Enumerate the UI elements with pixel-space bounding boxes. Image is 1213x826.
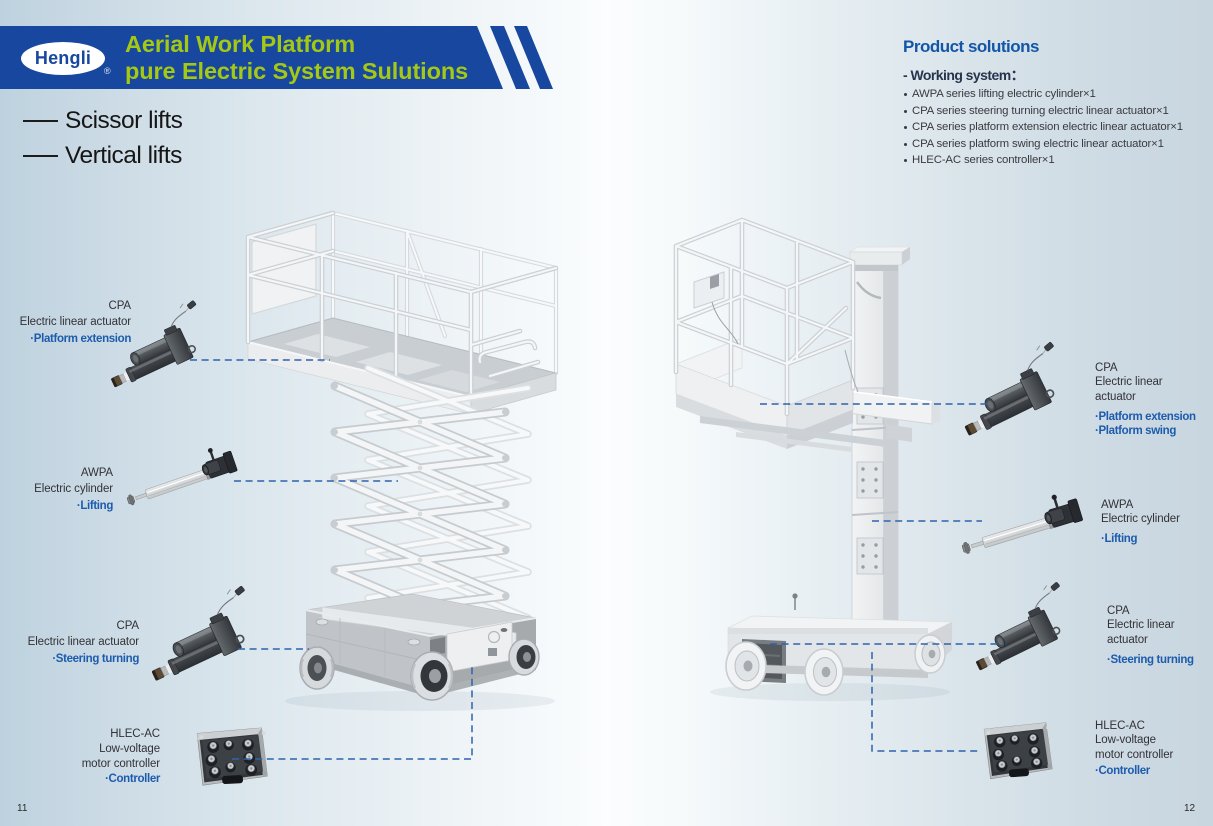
component-series: AWPA bbox=[1101, 499, 1134, 511]
component-type: Electric linear bbox=[1107, 619, 1175, 632]
component-series: CPA bbox=[108, 300, 132, 312]
pointer-lines bbox=[190, 359, 1004, 760]
working-system-subtitle: - Working system： bbox=[903, 67, 1025, 83]
registered-trademark-mark: ® bbox=[104, 66, 111, 76]
component-function: ·Platform extension bbox=[30, 332, 131, 345]
component-series: HLEC-AC bbox=[1095, 720, 1145, 732]
lift-type-scissor: Scissor lifts bbox=[23, 103, 183, 138]
cpa-actuator-steering-right-image bbox=[958, 579, 1082, 677]
working-system-list: AWPA series lifting electric cylinder×1 … bbox=[903, 86, 1205, 169]
working-system-item: CPA series steering turning electric lin… bbox=[903, 103, 1205, 120]
product-solutions-title: Product solutions bbox=[903, 37, 1040, 56]
component-function: ·Controller bbox=[1095, 765, 1150, 778]
cpa-actuator-platform-right-image bbox=[946, 339, 1077, 442]
component-type: motor controller bbox=[81, 758, 160, 771]
vertical-lift-illustration bbox=[676, 220, 953, 701]
component-function: ·Steering turning bbox=[1107, 653, 1194, 666]
component-series: CPA bbox=[1095, 362, 1118, 374]
working-system-item: AWPA series lifting electric cylinder×1 bbox=[903, 86, 1205, 103]
dash-bullet bbox=[23, 154, 58, 157]
page-number-left: 11 bbox=[17, 803, 28, 814]
component-function: ·Controller bbox=[105, 773, 160, 786]
page-number-right: 12 bbox=[1184, 803, 1196, 814]
hengli-logo-text: Hengli bbox=[34, 48, 92, 68]
component-type: Electric linear bbox=[1095, 376, 1163, 389]
cpa-actuator-steering-left-image bbox=[133, 583, 268, 688]
scissor-lift-illustration bbox=[248, 213, 556, 711]
lift-type-list: Scissor lifts Vertical lifts bbox=[23, 103, 183, 173]
component-type: actuator bbox=[1095, 390, 1136, 403]
label-lifting-right: AWPA Electric cylinder ·Lifting bbox=[1101, 498, 1213, 547]
working-system-item: HLEC-AC series controller×1 bbox=[903, 152, 1205, 169]
page-title-line1: Aerial Work Platform bbox=[125, 31, 356, 57]
awpa-cylinder-right-image bbox=[954, 488, 1084, 557]
component-type: Electric cylinder bbox=[34, 483, 113, 496]
label-lifting-left: AWPA Electric cylinder ·Lifting bbox=[6, 465, 113, 514]
lift-type-label: Scissor lifts bbox=[65, 106, 183, 134]
component-type: Low-voltage bbox=[99, 743, 160, 756]
component-type: actuator bbox=[1107, 633, 1148, 646]
hlec-controller-right-image bbox=[983, 722, 1053, 780]
component-series: CPA bbox=[116, 620, 140, 632]
component-function: ·Lifting bbox=[76, 499, 114, 512]
component-function: ·Platform swing bbox=[1095, 425, 1177, 438]
pointer-controller-right bbox=[871, 652, 980, 752]
label-controller-left: HLEC-AC Low-voltage motor controller ·Co… bbox=[20, 727, 161, 787]
component-type: Electric linear actuator bbox=[19, 316, 131, 329]
label-platform-extension-swing-right: CPA Electric linear actuator ·Platform e… bbox=[1095, 361, 1213, 439]
awpa-cylinder-left-image bbox=[119, 441, 239, 509]
working-system-item: CPA series platform swing electric linea… bbox=[903, 136, 1205, 153]
pointer-controller-left bbox=[232, 663, 473, 760]
component-series: HLEC-AC bbox=[110, 728, 160, 740]
page-title: Aerial Work Platform pure Electric Syste… bbox=[125, 31, 468, 85]
lift-type-label: Vertical lifts bbox=[65, 141, 182, 169]
page-title-line2: pure Electric System Sulutions bbox=[125, 58, 469, 84]
label-steering-right: CPA Electric linear actuator ·Steering t… bbox=[1107, 604, 1213, 667]
component-series: AWPA bbox=[80, 467, 113, 479]
component-type: Electric linear actuator bbox=[27, 636, 139, 649]
component-type: Electric cylinder bbox=[1101, 513, 1180, 526]
label-steering-left: CPA Electric linear actuator ·Steering t… bbox=[6, 618, 140, 667]
dash-bullet bbox=[23, 119, 58, 122]
component-function: ·Lifting bbox=[1101, 533, 1138, 546]
component-type: Low-voltage bbox=[1095, 734, 1156, 747]
hlec-controller-left-image bbox=[195, 726, 269, 787]
label-controller-right: HLEC-AC Low-voltage motor controller ·Co… bbox=[1095, 719, 1213, 779]
hengli-logo: Hengli bbox=[21, 42, 105, 75]
label-platform-extension-left: CPA Electric linear actuator ·Platform e… bbox=[6, 298, 132, 347]
component-function: ·Platform extension bbox=[1095, 410, 1196, 423]
lift-type-vertical: Vertical lifts bbox=[23, 138, 182, 173]
component-function: ·Steering turning bbox=[52, 652, 139, 665]
component-type: motor controller bbox=[1095, 748, 1174, 761]
component-series: CPA bbox=[1107, 605, 1130, 617]
working-system-item: CPA series platform extension electric l… bbox=[903, 119, 1205, 136]
product-solutions-panel: Product solutions - Working system： AWPA… bbox=[903, 37, 1205, 169]
